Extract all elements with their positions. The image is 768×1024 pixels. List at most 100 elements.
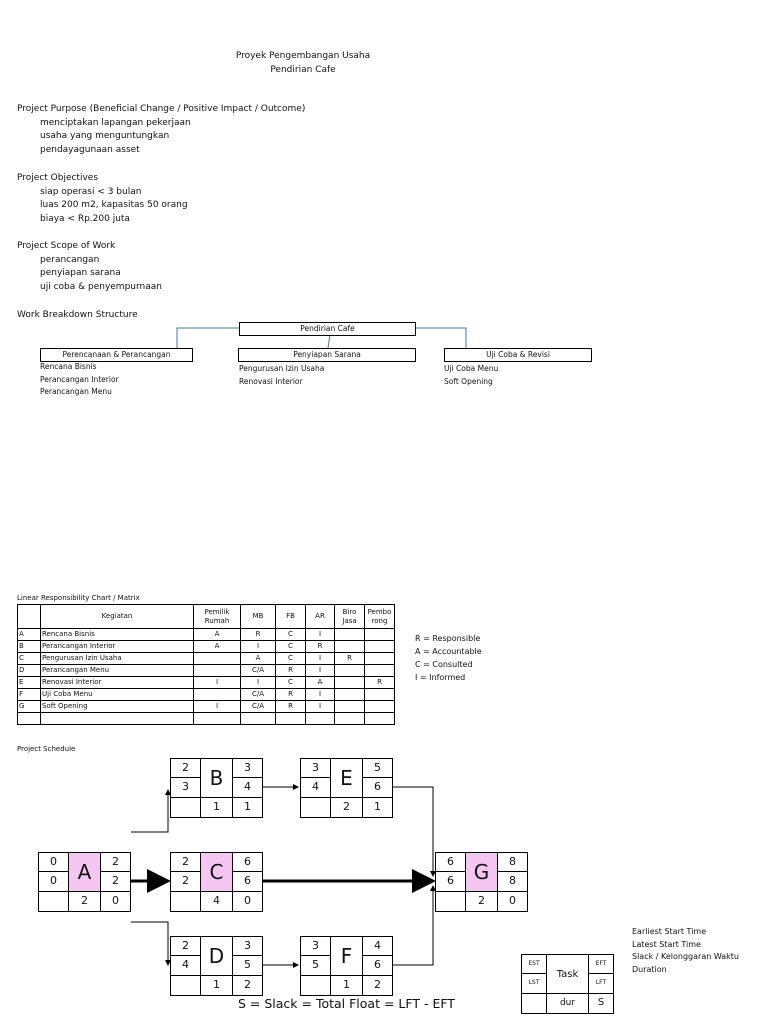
- node-lft-cell: 6: [362, 777, 393, 798]
- key-dur: dur: [546, 993, 589, 1014]
- wbs-branch-facilities: Penyiapan Sarana: [238, 348, 416, 362]
- node-est-cell: 3: [300, 936, 331, 956]
- node-key: EST LST Task dur EFT LFT S: [521, 954, 614, 1014]
- objective-item: biaya < Rp.200 juta: [40, 213, 130, 224]
- lrc-legend: R = Responsible A = Accountable C = Cons…: [415, 632, 482, 684]
- wbs-root-box: Pendirian Cafe: [239, 322, 416, 336]
- key-est: EST: [521, 954, 547, 974]
- node-dur-cell: 1: [200, 797, 233, 818]
- node-dur-cell: 2: [330, 797, 363, 818]
- title-line-2: Pendirian Cafe: [270, 65, 336, 75]
- node-empty-cell: [300, 797, 331, 818]
- arrow-a-d: [131, 921, 171, 966]
- lrc-header-cell: Pembo rong: [364, 604, 395, 629]
- wbs-item: Uji Coba Menu: [444, 364, 499, 373]
- wbs-item: Perancangan Menu: [40, 387, 112, 397]
- key-legend-item: Latest Start Time: [632, 939, 701, 949]
- node-eft-cell: 5: [362, 758, 393, 778]
- wbs-planning-items: Rencana Bisnis Perancangan Interior Pera…: [40, 361, 119, 399]
- slack-formula: S = Slack = Total Float = LFT - EFT: [238, 996, 455, 1011]
- node-lft-cell: 4: [232, 777, 263, 798]
- scope-title: Project Scope of Work: [17, 241, 116, 251]
- node-slack-cell: 1: [362, 797, 393, 818]
- node-task-cell: C: [200, 852, 233, 892]
- legend-item: R = Responsible: [415, 634, 481, 643]
- purpose-item: usaha yang menguntungkan: [40, 131, 170, 141]
- wbs-facilities-items: Pengurusan Izin Usaha Renovasi Interior: [239, 363, 324, 388]
- node-lst-cell: 5: [300, 955, 331, 976]
- lrc-header-cell: Biro Jasa: [334, 604, 365, 629]
- node-dur-cell: 4: [200, 891, 233, 912]
- lrc-header-cell: FB: [275, 604, 306, 629]
- purpose-item: pendayagunaan asset: [40, 144, 140, 155]
- node-slack-cell: 1: [232, 797, 263, 818]
- node-est-cell: 6: [435, 852, 466, 872]
- node-slack-cell: 0: [232, 891, 263, 912]
- purpose-item: menciptakan lapangan pekerjaan: [40, 117, 191, 128]
- legend-item: I = Informed: [415, 673, 466, 682]
- wbs-item: Soft Opening: [444, 376, 493, 386]
- node-dur-cell: 2: [465, 891, 498, 912]
- wbs-connectors: [176, 327, 467, 349]
- node-lst-cell: 6: [435, 871, 466, 892]
- key-legend-item: Slack / Kelonggaran Waktu: [632, 952, 739, 962]
- key-legend-item: Duration: [632, 964, 667, 974]
- lrc-row: [17, 712, 395, 725]
- node-empty-cell: [170, 891, 201, 912]
- wbs-item: Renovasi Interior: [239, 376, 303, 386]
- node-task-cell: F: [330, 936, 363, 976]
- node-lft-cell: 2: [100, 871, 131, 892]
- document-title: Proyek Pengembangan Usaha Pendirian Cafe: [200, 49, 406, 77]
- node-lft-cell: 5: [232, 955, 263, 976]
- wbs-connector-mid: [327, 333, 331, 349]
- node-est-cell: 2: [170, 758, 201, 778]
- key-eft: EFT: [588, 954, 614, 974]
- legend-item: C = Consulted: [415, 660, 473, 669]
- node-eft-cell: 3: [232, 758, 263, 778]
- wbs-item: Rencana Bisnis: [40, 362, 97, 371]
- key-lft: LFT: [588, 973, 614, 994]
- scope-item: penyiapan sarana: [40, 268, 121, 278]
- node-task-cell: E: [330, 758, 363, 798]
- key-empty: [521, 993, 547, 1014]
- node-lft-cell: 6: [232, 871, 263, 892]
- node-task-cell: G: [465, 852, 498, 892]
- schedule-title: Project Schedule: [17, 745, 76, 753]
- node-lst-cell: 4: [300, 777, 331, 798]
- wbs-trial-items: Uji Coba Menu Soft Opening: [444, 363, 498, 388]
- wbs-connector-right: [414, 327, 467, 348]
- node-dur-cell: 1: [330, 975, 363, 996]
- node-empty-cell: [170, 975, 201, 996]
- node-empty-cell: [300, 975, 331, 996]
- wbs-title: Work Breakdown Structure: [17, 310, 138, 320]
- legend-item: A = Accountable: [415, 647, 482, 656]
- node-dur-cell: 1: [200, 975, 233, 996]
- node-est-cell: 3: [300, 758, 331, 778]
- node-empty-cell: [170, 797, 201, 818]
- objective-item: siap operasi < 3 bulan: [40, 186, 142, 197]
- arrow-a-b: [131, 789, 171, 833]
- wbs-item: Pengurusan Izin Usaha: [239, 364, 325, 373]
- node-empty-cell: [38, 891, 69, 912]
- node-lst-cell: 2: [170, 871, 201, 892]
- scope-section: Project Scope of Work perancangan penyia…: [17, 240, 162, 294]
- key-lst: LST: [521, 973, 547, 994]
- node-est-cell: 2: [170, 936, 201, 956]
- node-lst-cell: 0: [38, 871, 69, 892]
- wbs-connector-left: [176, 327, 239, 348]
- objective-item: luas 200 m2, kapasitas 50 orang: [40, 200, 188, 210]
- node-lst-cell: 3: [170, 777, 201, 798]
- objectives-title: Project Objectives: [17, 173, 99, 183]
